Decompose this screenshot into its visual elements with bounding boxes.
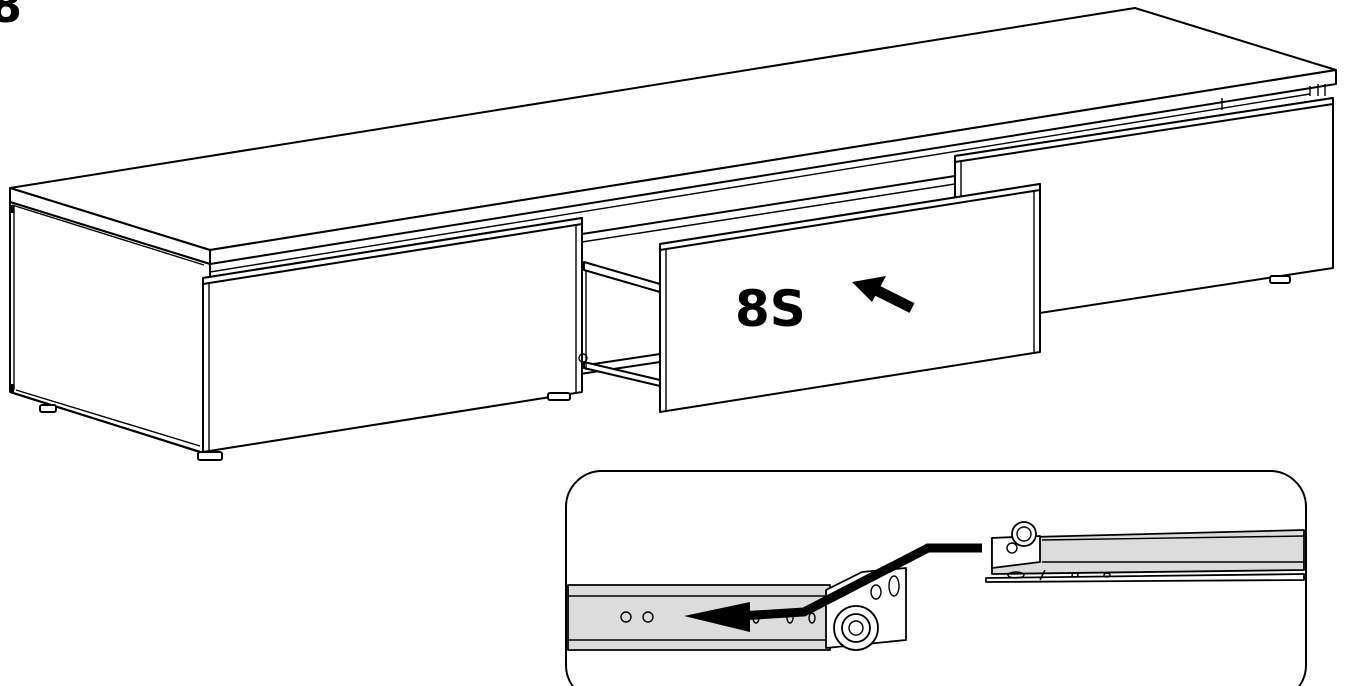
step-number: 8 xyxy=(0,0,22,33)
foot xyxy=(197,451,223,461)
detail-frame xyxy=(565,470,1307,686)
foot xyxy=(1269,275,1291,284)
drawer-label: 8S xyxy=(735,280,806,338)
arrow-up-left-icon xyxy=(852,276,915,313)
drawer-runner-top xyxy=(583,261,661,293)
middle-drawer-top-edge xyxy=(659,183,1041,251)
foot xyxy=(547,392,571,401)
cabinet-rail xyxy=(985,521,1305,583)
arrow-path-left-icon xyxy=(684,543,982,632)
left-drawer-top-edge xyxy=(202,217,583,285)
right-drawer-top-edge xyxy=(954,97,1334,163)
tv-bench: 8S xyxy=(9,7,1337,461)
detail-panel xyxy=(565,470,1307,686)
foot xyxy=(39,404,57,413)
